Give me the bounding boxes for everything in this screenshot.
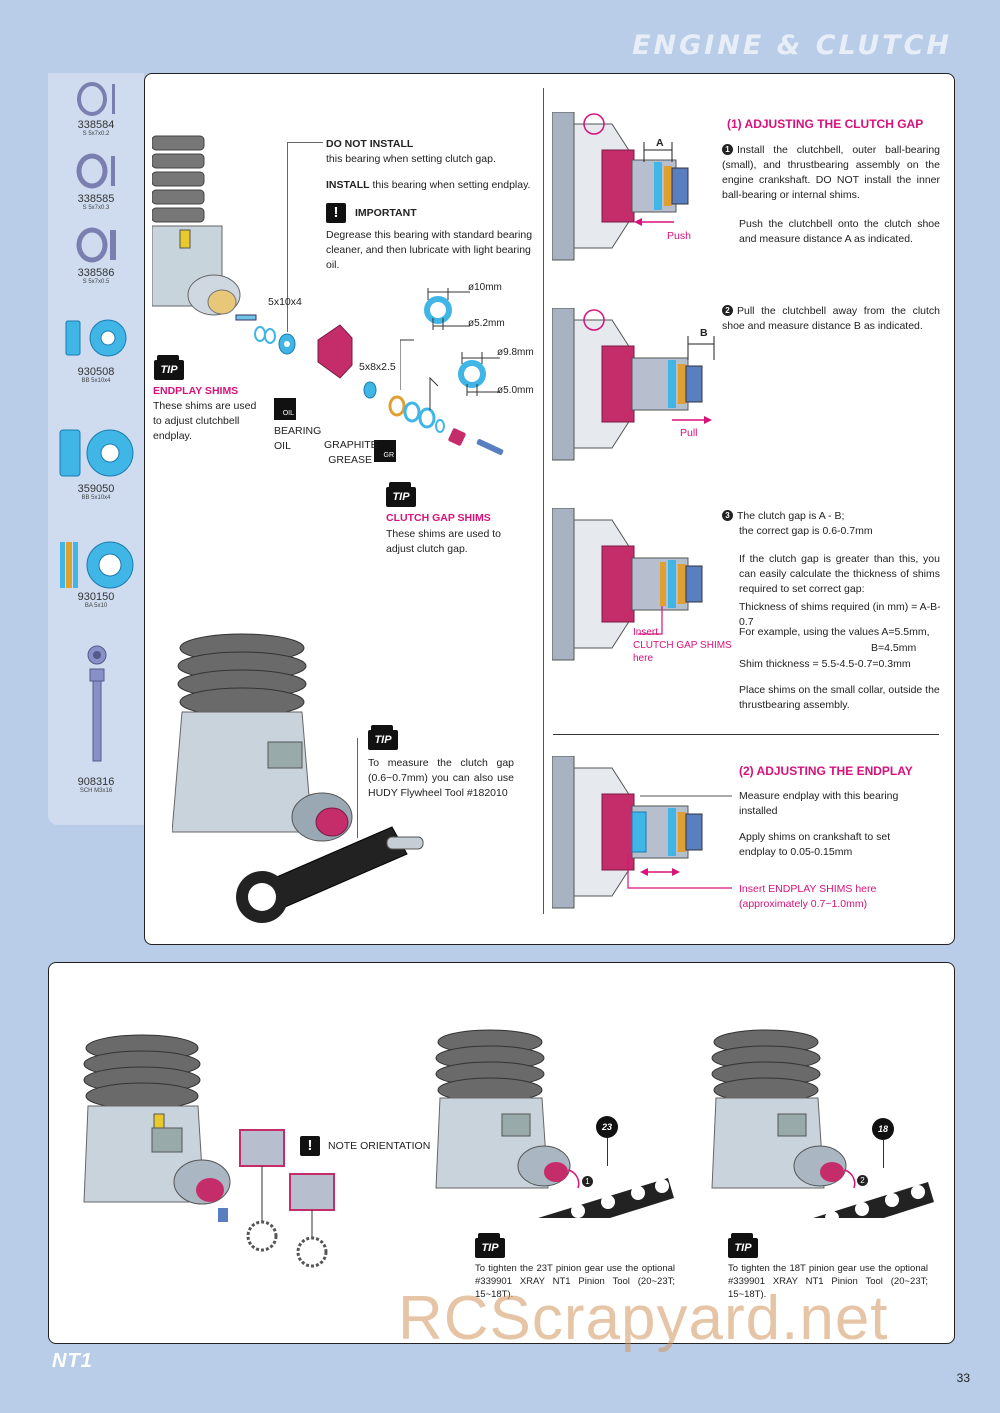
column-divider [543, 88, 544, 914]
bearing-size-label: 5x10x4 [268, 296, 302, 308]
endplay-shims-heading: ENDPLAY SHIMS [153, 385, 239, 397]
gear-23t-icon: 23 [596, 1116, 618, 1138]
step3-place-shims: Place shims on the small collar, outside… [739, 684, 940, 711]
step3-example-b: B=4.5mm [871, 642, 917, 654]
step1-text-2: Push the clutchbell onto the clutch shoe… [739, 218, 940, 245]
install-note: INSTALL this bearing when setting endpla… [326, 179, 531, 191]
shim-icon [76, 153, 115, 189]
dimension-5-0mm: ø5.0mm [497, 385, 534, 396]
engine-18t-pinion-illustration [711, 1029, 934, 1218]
pinion-23t-tip: To tighten the 23T pinion gear use the o… [475, 1263, 675, 1300]
page-section-title: ENGINE & CLUTCH [632, 30, 952, 61]
tip-icon: TIP [475, 1233, 505, 1258]
screw-icon [87, 645, 107, 762]
graphite-grease-label: GRAPHITE GREASE [324, 439, 378, 466]
clutch-gap-shims-text: These shims are used to adjust clutch ga… [386, 528, 501, 555]
step-1-marker: 1 [582, 1176, 593, 1187]
do-not-install-note: DO NOT INSTALL this bearing when setting… [326, 138, 496, 165]
tip-icon: TIP [154, 355, 184, 380]
bearing-oil-label: BEARING OIL [274, 425, 322, 452]
tip-icon: TIP [386, 482, 416, 507]
pull-label: Pull [680, 427, 698, 439]
distance-b-label: B [700, 327, 708, 339]
endplay-shims-text: These shims are used to adjust clutchbel… [153, 400, 257, 442]
watermark: RCScrapyard.net [398, 1284, 889, 1353]
dimension-callouts [400, 288, 500, 410]
insert-endplay-shims-note: Insert ENDPLAY SHIMS here(approximately … [739, 883, 877, 910]
leader-line [357, 738, 358, 838]
important-heading: IMPORTANT [355, 207, 417, 219]
pinion-orientation-detail [239, 1129, 335, 1268]
clutch-gap-section-heading: (1) ADJUSTING THE CLUTCH GAP [727, 117, 924, 131]
flywheel-tool-tip: To measure the clutch gap (0.6~0.7mm) yo… [368, 757, 514, 799]
endplay-apply-text: Apply shims on crankshaft to set endplay… [739, 831, 891, 858]
shim-icon [77, 82, 115, 116]
tip-icon: TIP [368, 725, 398, 750]
exploded-parts-illustration [254, 324, 504, 455]
engine-flywheel-tool-illustration [172, 633, 424, 923]
clutch-diagram-push [552, 112, 689, 261]
leader-line [287, 142, 288, 332]
page-number: 33 [956, 1371, 970, 1385]
ball-bearing-icon [59, 429, 134, 477]
important-text: Degrease this bearing with standard bear… [326, 229, 533, 271]
grease-icon: GR [374, 440, 396, 462]
step3-shim-thickness: Shim thickness = 5.5-4.5-0.7=0.3mm [739, 658, 911, 670]
endplay-section-heading: (2) ADJUSTING THE ENDPLAY [739, 764, 913, 778]
engine-23t-pinion-illustration [435, 1029, 674, 1218]
leader-line [883, 1140, 884, 1168]
oil-icon: OIL [274, 398, 296, 420]
dimension-9-8mm: ø9.8mm [497, 347, 534, 358]
push-label: Push [667, 230, 691, 242]
exclamation-icon: ! [326, 203, 346, 223]
thrust-bearing-icon [60, 541, 134, 589]
step-2-marker: 2 [857, 1175, 868, 1186]
clutch-gap-shims-heading: CLUTCH GAP SHIMS [386, 512, 491, 524]
section-divider [553, 734, 939, 735]
leader-line [607, 1138, 608, 1166]
pinion-18t-tip: To tighten the 18T pinion gear use the o… [728, 1263, 928, 1300]
gear-18t-icon: 18 [872, 1118, 894, 1140]
clutch-diagram-pull [552, 308, 715, 461]
leader-line [287, 142, 323, 143]
exclamation-icon: ! [300, 1136, 320, 1156]
nt1-logo: NT1 [52, 1350, 93, 1372]
clutch-diagram-shims [552, 508, 703, 661]
step3-example: For example, using the values A=5.5mm, [739, 626, 930, 638]
dimension-10mm: ø10mm [468, 282, 502, 293]
note-orientation-label: NOTE ORIENTATION [328, 1140, 431, 1152]
step3-calc-text: If the clutch gap is greater than this, … [739, 553, 940, 595]
endplay-diagram [552, 756, 732, 909]
engine-pinion-illustration [83, 1034, 231, 1222]
distance-a-label: A [656, 137, 664, 149]
tip-icon: TIP [728, 1233, 758, 1258]
spacer-size-label: 5x8x2.5 [359, 361, 396, 373]
endplay-measure-text: Measure endplay with this bearing instal… [739, 790, 899, 817]
step3-formula: Thickness of shims required (in mm) = A-… [739, 601, 941, 628]
dimension-5-2mm: ø5.2mm [468, 318, 505, 329]
shim-icon [76, 227, 116, 263]
ball-bearing-icon [65, 319, 127, 357]
engine-illustration [152, 135, 257, 321]
